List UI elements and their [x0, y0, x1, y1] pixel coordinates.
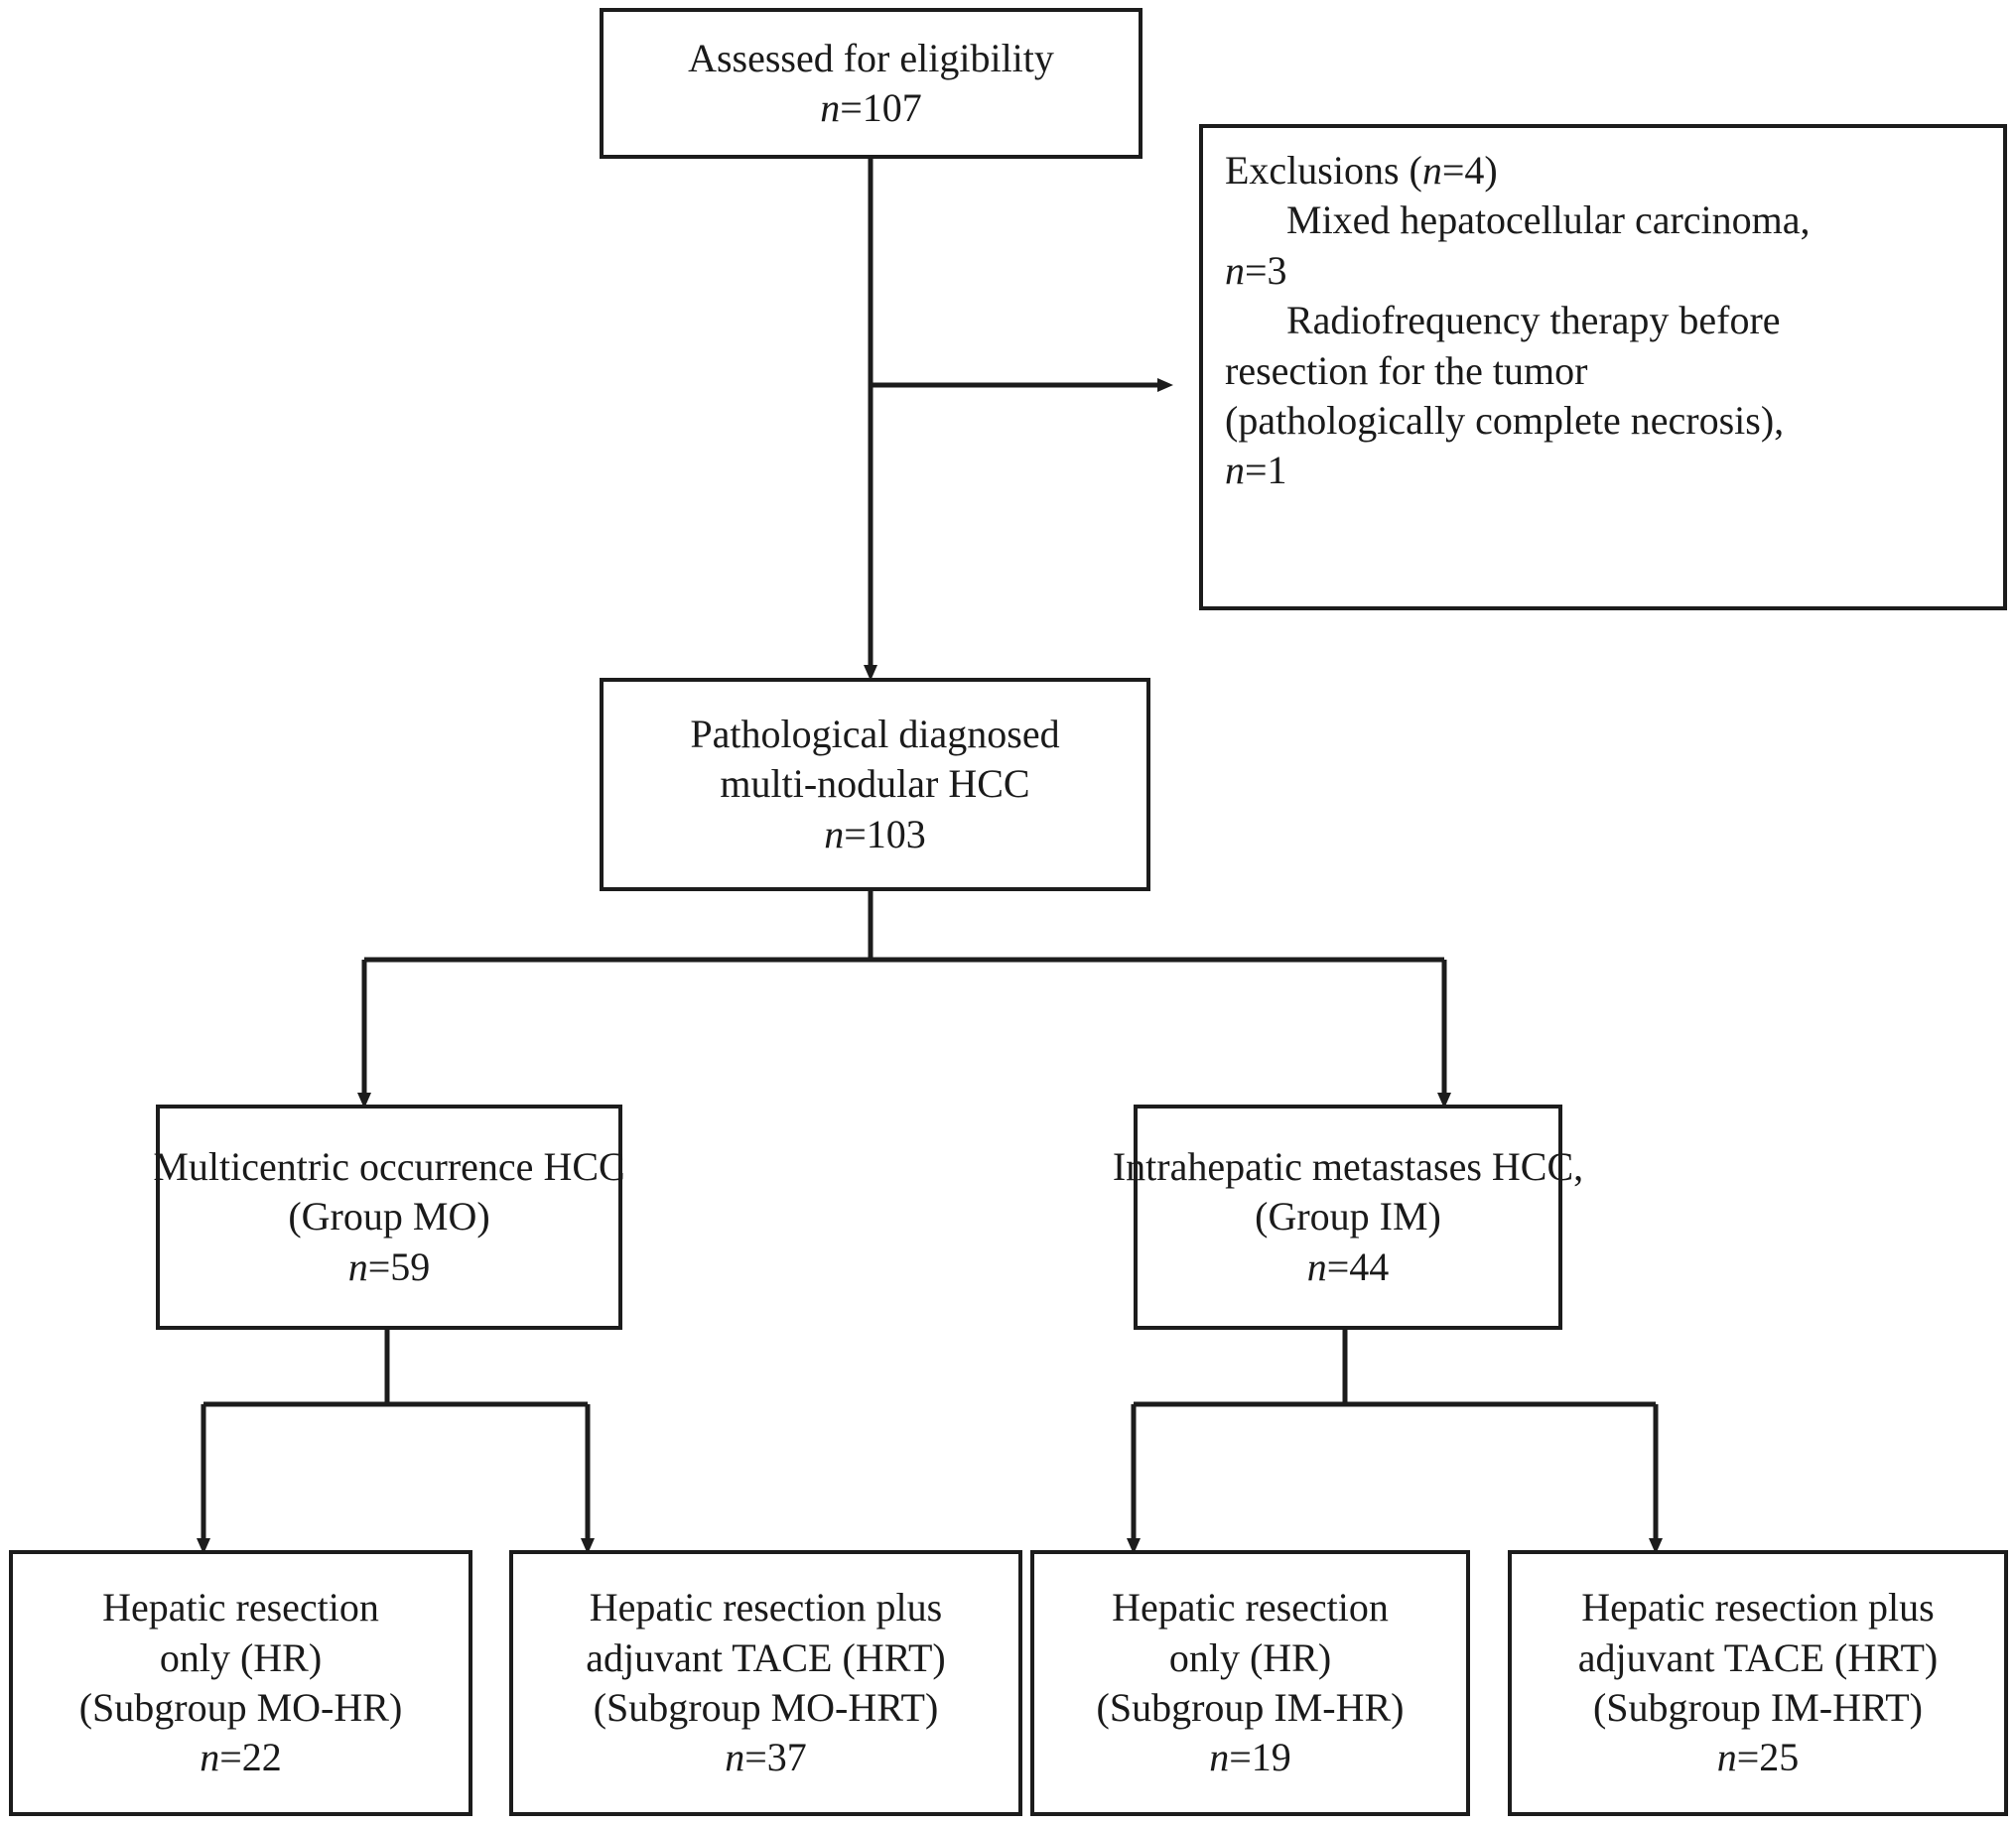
pathological-count: n=103 — [824, 811, 926, 856]
node-pathological-diagnosed[interactable]: Pathological diagnosed multi-nodular HCC… — [600, 678, 1150, 891]
n-italic: n — [1225, 247, 1245, 293]
group-im-line1: Intrahepatic metastases HCC, — [1112, 1143, 1584, 1189]
mo-hrt-line2: adjuvant TACE (HRT) — [586, 1634, 946, 1680]
im-hrt-count: n=25 — [1716, 1735, 1800, 1780]
n-italic: n — [347, 1243, 368, 1289]
im-hr-line1: Hepatic resection — [1112, 1585, 1389, 1631]
n-italic: n — [1716, 1735, 1737, 1780]
pathological-line2: multi-nodular HCC — [720, 761, 1030, 807]
n-italic: n — [200, 1735, 220, 1780]
n-italic: n — [1225, 448, 1245, 493]
exclusion-item-1-count: n=3 — [1225, 247, 1287, 293]
im-hr-count: n=19 — [1209, 1735, 1291, 1780]
node-group-im[interactable]: Intrahepatic metastases HCC, (Group IM) … — [1113, 1105, 1583, 1330]
pathological-line1: Pathological diagnosed — [690, 711, 1060, 756]
exclusions-heading: Exclusions (n=4) — [1225, 148, 1498, 193]
node-subgroup-mo-hrt[interactable]: Hepatic resection plus adjuvant TACE (HR… — [509, 1550, 1022, 1816]
n-italic: n — [1209, 1735, 1230, 1780]
node-subgroup-mo-hr[interactable]: Hepatic resection only (HR) (Subgroup MO… — [9, 1550, 472, 1816]
node-subgroup-im-hr[interactable]: Hepatic resection only (HR) (Subgroup IM… — [1030, 1550, 1470, 1816]
mo-hrt-line1: Hepatic resection plus — [589, 1585, 943, 1631]
node-assessed-for-eligibility[interactable]: Assessed for eligibility n=107 — [600, 8, 1142, 159]
exclusion-item-2-text-line2: resection for the tumor — [1225, 347, 1588, 393]
group-mo-line1: Multicentric occurrence HCC — [153, 1143, 625, 1189]
assessed-count: n=107 — [820, 83, 922, 133]
n-value: =107 — [840, 85, 922, 130]
exclusion-item-2-count: n=1 — [1225, 448, 1287, 493]
mo-hr-count: n=22 — [200, 1735, 282, 1780]
mo-hrt-count: n=37 — [725, 1735, 807, 1780]
group-mo-line2: (Group MO) — [288, 1194, 490, 1240]
mo-hr-line1: Hepatic resection — [102, 1585, 379, 1631]
n-italic: n — [824, 811, 845, 856]
exclusion-item-2-text-line3: (pathologically complete necrosis), — [1225, 397, 1785, 443]
node-exclusions[interactable]: Exclusions (n=4) Mixed hepatocellular ca… — [1199, 124, 2007, 610]
exclusion-item-1-text: Mixed hepatocellular carcinoma, — [1286, 197, 1811, 243]
assessed-title: Assessed for eligibility — [688, 35, 1054, 80]
mo-hr-line3: (Subgroup MO-HR) — [78, 1685, 403, 1730]
node-group-mo[interactable]: Multicentric occurrence HCC (Group MO) n… — [153, 1105, 625, 1330]
n-italic: n — [1421, 148, 1442, 193]
im-hrt-line3: (Subgroup IM-HRT) — [1592, 1685, 1923, 1730]
group-im-line2: (Group IM) — [1255, 1194, 1441, 1240]
n-italic: n — [725, 1735, 745, 1780]
im-hrt-line1: Hepatic resection plus — [1581, 1585, 1935, 1631]
mo-hrt-line3: (Subgroup MO-HRT) — [593, 1685, 939, 1730]
im-hrt-line2: adjuvant TACE (HRT) — [1577, 1634, 1939, 1680]
group-im-count: n=44 — [1306, 1243, 1390, 1289]
node-subgroup-im-hrt[interactable]: Hepatic resection plus adjuvant TACE (HR… — [1508, 1550, 2008, 1816]
im-hr-line2: only (HR) — [1168, 1634, 1332, 1680]
exclusion-item-2-text-line1: Radiofrequency therapy before — [1286, 298, 1781, 343]
im-hr-line3: (Subgroup IM-HR) — [1096, 1685, 1405, 1730]
mo-hr-line2: only (HR) — [159, 1634, 323, 1680]
n-italic: n — [1306, 1243, 1327, 1289]
group-mo-count: n=59 — [347, 1243, 431, 1289]
n-italic: n — [820, 85, 841, 130]
